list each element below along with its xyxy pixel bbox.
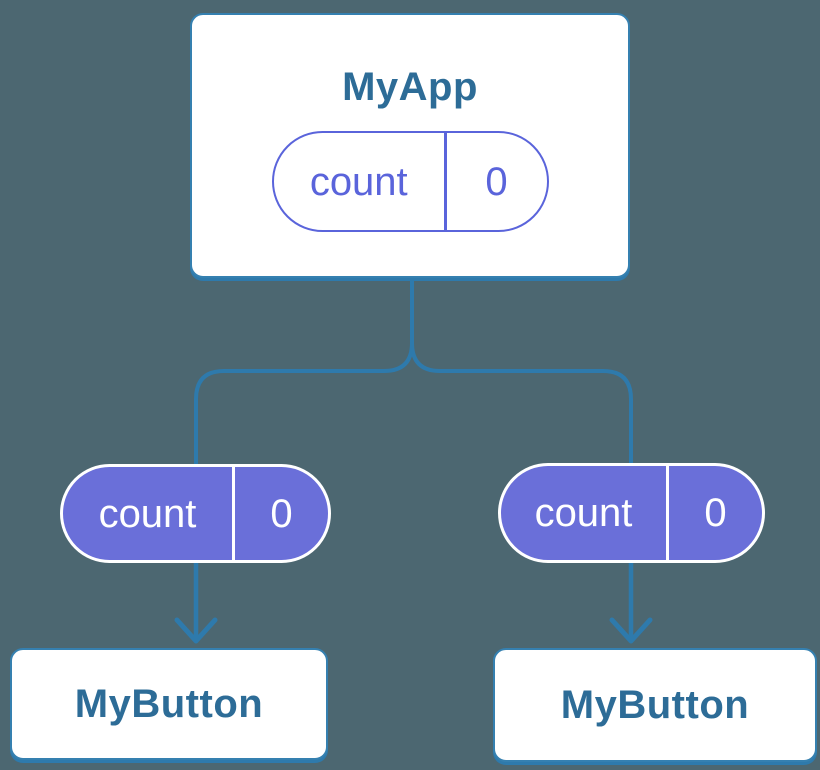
- arrow-right-head-icon: [609, 617, 653, 644]
- component-title: MyButton: [560, 683, 750, 727]
- connector-right-branch: [410, 342, 633, 465]
- state-pill-root: count 0: [271, 131, 549, 232]
- state-pill-divider: [232, 467, 235, 560]
- component-node-child-right: MyButton: [493, 648, 817, 762]
- state-value: 0: [704, 491, 727, 535]
- state-value: 0: [270, 491, 293, 536]
- state-name: count: [534, 491, 633, 535]
- state-pill-child-left: count 0: [60, 464, 331, 563]
- state-name: count: [98, 491, 197, 536]
- state-pill-divider: [666, 466, 669, 560]
- connector-left-branch: [194, 276, 414, 466]
- state-pill-divider: [444, 133, 447, 230]
- state-value: 0: [485, 159, 508, 204]
- state-name: count: [309, 159, 408, 204]
- state-pill-child-right: count 0: [498, 463, 765, 563]
- component-title: MyButton: [74, 682, 264, 726]
- component-node-root: MyApp count 0: [190, 13, 630, 278]
- arrow-left-head-icon: [174, 617, 218, 644]
- component-node-child-left: MyButton: [10, 648, 328, 760]
- component-title: MyApp: [342, 65, 478, 109]
